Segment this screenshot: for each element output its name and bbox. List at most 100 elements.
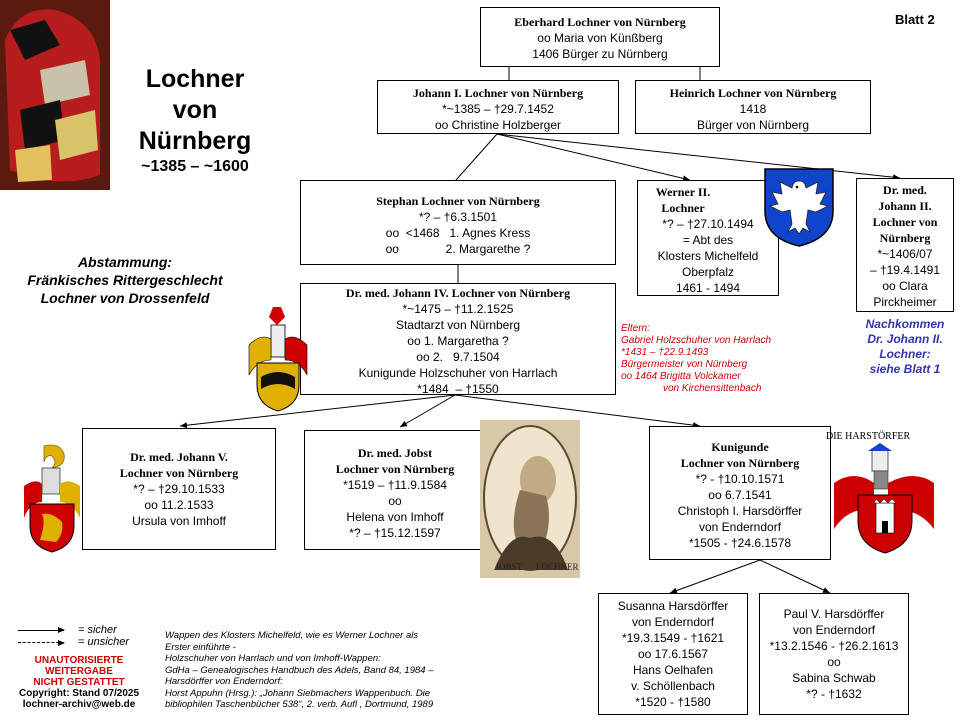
source-line: Wappen des Klosters Michelfeld, wie es W… — [165, 630, 419, 641]
person-box-kunigunde[interactable]: Kunigunde Lochner von Nürnberg *? - †10.… — [649, 426, 831, 560]
person-detail: *~1475 – †11.2.1525 — [402, 302, 514, 316]
parents-line: von Kirchensittenbach — [663, 383, 762, 394]
source-line: Harsdörffer von Enderndorf: — [165, 676, 283, 687]
person-box-johann-ii[interactable]: Dr. med. Johann II. Lochner von Nürnberg… — [856, 178, 954, 312]
person-name: Lochner von Nürnberg — [680, 456, 800, 470]
person-box-eberhard[interactable]: Eberhard Lochner von Nürnberg oo Maria v… — [480, 7, 720, 67]
descendants-line: Dr. Johann II. — [867, 332, 943, 346]
person-name: Lochner von — [872, 215, 938, 229]
person-name: Dr. med. Johann V. — [130, 450, 228, 464]
lochner-coat-of-arms-image — [0, 0, 110, 190]
person-box-stephan[interactable]: Stephan Lochner von Nürnberg *? – †6.3.1… — [300, 180, 616, 265]
solid-arrow-icon — [18, 627, 65, 633]
person-detail: von Enderndorf — [698, 520, 782, 534]
parents-note: Eltern: Gabriel Holzschuher von Harrlach… — [621, 323, 801, 395]
person-detail: Stadtarzt von Nürnberg — [395, 318, 521, 332]
source-line: Holzschuher von Harrlach und von Imhoff-… — [165, 653, 381, 664]
person-box-paul-v[interactable]: Paul V. Harsdörffer von Enderndorf *13.2… — [759, 593, 909, 715]
source-line: Erster einführte - — [165, 641, 236, 653]
line-johann4-kunigunde — [454, 394, 701, 429]
person-detail: Christoph I. Harsdörffer — [677, 504, 803, 518]
person-detail: oo — [827, 655, 841, 669]
person-box-johann-v[interactable]: Dr. med. Johann V. Lochner von Nürnberg … — [82, 428, 276, 550]
person-detail: Sabina Schwab — [792, 671, 876, 685]
portrait-caption-right: LOCHNER — [536, 562, 579, 572]
copyright-email: lochner-archiv@web.de — [22, 699, 136, 710]
person-detail: Kunigunde Holzschuher von Harrlach — [358, 366, 558, 380]
person-detail: Bürger von Nürnberg — [696, 118, 810, 132]
descendants-line: Nachkommen — [865, 317, 945, 331]
title-line-3: Nürnberg — [138, 127, 252, 155]
sources-note: Wappen des Klosters Michelfeld, wie es W… — [165, 630, 505, 711]
person-name: Stephan Lochner von Nürnberg — [376, 194, 540, 208]
parents-line: Gabriel Holzschuher von Harrlach — [621, 335, 772, 346]
person-detail: *~1406/07 — [877, 247, 933, 261]
harsdoerfer-crest-caption: DIE HARSTÖRFER — [826, 431, 911, 442]
person-detail: oo 11.2.1533 — [144, 498, 214, 512]
person-detail: oo Clara — [882, 279, 928, 293]
person-detail: *? - †10.10.1571 — [695, 472, 785, 486]
person-detail: *? – †15.12.1597 — [349, 526, 441, 540]
harsdoerfer-coat-of-arms-icon — [834, 443, 934, 554]
person-name: Johann I. Lochner von Nürnberg — [412, 86, 584, 100]
person-name: Kunigunde — [711, 440, 769, 454]
copyright-date: Copyright: Stand 07/2025 — [18, 688, 140, 699]
person-name: Dr. med. — [883, 183, 927, 197]
person-detail: von Enderndorf — [631, 615, 715, 629]
person-name: Dr. med. Jobst — [357, 446, 433, 460]
person-name: Nürnberg — [879, 231, 931, 245]
parents-line: oo 1464 Brigitta Volckamer — [621, 371, 741, 382]
person-box-werner-ii[interactable]: Werner II. Lochner *? – †27.10.1494 = Ab… — [637, 180, 779, 296]
person-name: Johann II. — [878, 199, 932, 213]
title-dates: ~1385 – ~1600 — [141, 158, 249, 175]
person-detail: oo 2. Margarethe ? — [385, 242, 531, 256]
origin-note: Abstammung: Fränkisches Rittergeschlecht… — [5, 253, 245, 307]
person-detail: *? – †6.3.1501 — [418, 210, 498, 224]
descendants-line: Lochner: — [879, 347, 931, 361]
legend-solid: = sicher — [8, 624, 168, 636]
page-title: Lochner von Nürnberg ~1385 – ~1600 — [120, 64, 270, 177]
person-detail: Oberpfalz — [681, 265, 735, 279]
person-box-heinrich[interactable]: Heinrich Lochner von Nürnberg 1418 Bürge… — [635, 80, 871, 134]
person-detail: von Enderndorf — [792, 623, 876, 637]
person-detail: oo Christine Holzberger — [434, 118, 562, 132]
origin-line: Fränkisches Rittergeschlecht — [27, 272, 223, 288]
person-box-susanna[interactable]: Susanna Harsdörffer von Enderndorf *19.3… — [598, 593, 748, 715]
source-line: Horst Appuhn (Hrsg.): „Johann Siebmacher… — [165, 687, 431, 699]
title-line-2: von — [172, 96, 218, 124]
person-name: Heinrich Lochner von Nürnberg — [669, 86, 837, 100]
person-detail: oo 6.7.1541 — [708, 488, 772, 502]
person-box-johann-iv[interactable]: Dr. med. Johann IV. Lochner von Nürnberg… — [300, 283, 616, 396]
person-detail: 1461 - 1494 — [675, 281, 741, 295]
person-detail: *? – †27.10.1494 — [662, 217, 754, 231]
person-detail: *? - †1632 — [806, 687, 862, 701]
sheet-number: Blatt 2 — [895, 12, 935, 27]
person-detail: *13.2.1546 - †26.2.1613 — [769, 639, 899, 653]
parents-line: Eltern: — [621, 323, 650, 334]
line-kunigunde-paul — [759, 559, 831, 594]
legend: = sicher = unsicher — [8, 624, 168, 648]
legend-dashed: = unsicher — [8, 636, 168, 648]
line-johann1-stephan — [455, 133, 498, 181]
person-detail: oo — [388, 494, 402, 508]
person-detail: *19.3.1549 - †1621 — [621, 631, 725, 645]
line-kunigunde-susanna — [669, 559, 761, 594]
origin-line: Lochner von Drossenfeld — [40, 290, 210, 306]
person-name: Lochner von Nürnberg — [335, 462, 455, 476]
person-detail: Klosters Michelfeld — [657, 249, 759, 263]
person-detail: *~1385 – †29.7.1452 — [442, 102, 554, 116]
michelfeld-eagle-coat-of-arms-icon — [764, 168, 834, 247]
person-detail: 1406 Bürger zu Nürnberg — [532, 47, 668, 61]
parents-line: Bürgermeister von Nürnberg — [621, 359, 748, 370]
person-detail: Helena von Imhoff — [346, 510, 444, 524]
person-box-jobst[interactable]: Dr. med. Jobst Lochner von Nürnberg *151… — [304, 430, 486, 550]
person-detail: oo Maria von Künßberg — [537, 31, 663, 45]
person-detail: *1484 – †1550 — [417, 382, 499, 396]
person-name: Werner II. — [655, 185, 711, 199]
person-box-johann-i[interactable]: Johann I. Lochner von Nürnberg *~1385 – … — [377, 80, 619, 134]
person-detail: v. Schöllenbach — [631, 679, 715, 693]
person-detail: Susanna Harsdörffer — [617, 599, 729, 613]
source-line: bibliophilen Taschenbücher 538“, 2. verb… — [165, 699, 434, 710]
jobst-lochner-portrait-image: IOBST LOCHNER — [480, 420, 580, 578]
